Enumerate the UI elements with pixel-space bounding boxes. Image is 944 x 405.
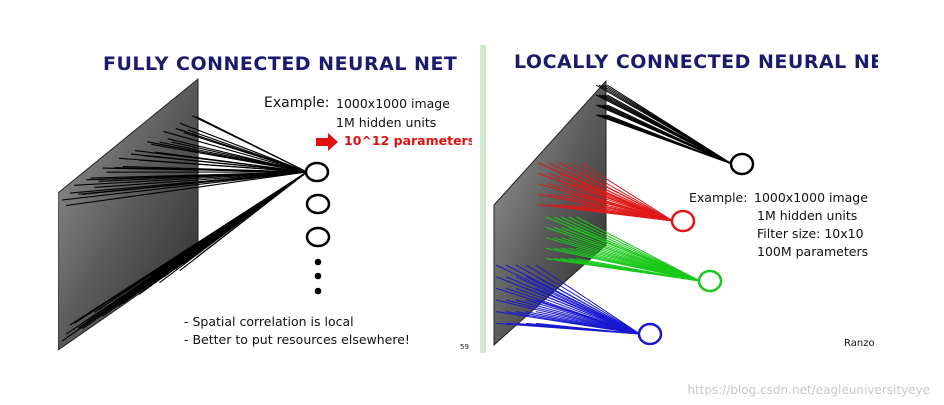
fully-connected-diagram — [58, 77, 338, 351]
example-label: Example: — [689, 190, 748, 205]
connection-line-green — [576, 258, 701, 282]
hidden-unit — [305, 193, 331, 215]
watermark: https://blog.csdn.net/eagleuniversityeye — [687, 383, 930, 397]
connection-line — [82, 171, 308, 195]
parameters-text: 10^12 parameters!!! — [344, 133, 472, 148]
connection-line-green — [576, 237, 701, 282]
connection-line-red — [581, 204, 674, 222]
slide-number: 59 — [460, 343, 469, 351]
locally-connected-slide: LOCALLY CONNECTED NEURAL NET Example: 10… — [480, 45, 878, 353]
image-size-text: 1000x1000 image — [336, 96, 450, 111]
connection-line-blue — [535, 276, 641, 335]
connection-line-red — [570, 183, 674, 222]
connection-line — [179, 122, 308, 173]
connection-line-blue — [525, 264, 641, 335]
connection-line-blue — [535, 322, 641, 335]
slide-title: FULLY CONNECTED NEURAL NET — [103, 53, 458, 75]
connection-line-green — [568, 226, 701, 282]
connection-line-blue — [535, 287, 641, 335]
ellipsis-dot — [314, 272, 322, 280]
input-image — [58, 77, 199, 351]
connection-line — [65, 171, 308, 207]
parameters-count: 10^12 parameters — [344, 133, 472, 148]
fully-connected-slide: FULLY CONNECTED NEURAL NET Example: 1000… — [58, 45, 472, 353]
connection-line-green — [576, 226, 701, 282]
connection-line — [126, 167, 308, 173]
connection-line-blue — [515, 287, 641, 335]
connection-line-black — [606, 84, 733, 165]
hidden-unit-red — [670, 209, 696, 233]
connection-line — [110, 171, 308, 180]
connection-line-red — [580, 172, 674, 222]
connection-line-red — [581, 183, 674, 222]
hidden-unit-green — [697, 269, 723, 293]
connection-line-blue — [535, 311, 641, 335]
connection-line — [163, 130, 308, 173]
hidden-unit-blue — [637, 322, 663, 346]
connection-line — [151, 143, 308, 173]
connection-line-red — [580, 162, 674, 222]
hidden-unit — [304, 161, 330, 183]
connection-line-red — [570, 172, 674, 222]
connection-line — [143, 155, 308, 173]
connection-line-red — [570, 193, 674, 222]
arrow-icon — [316, 133, 338, 151]
connection-line — [195, 116, 308, 173]
image-size-text: 1000x1000 image — [754, 190, 868, 205]
locally-connected-diagram — [493, 79, 755, 347]
connection-line-black — [606, 104, 733, 165]
connection-line — [61, 171, 308, 201]
connection-line-red — [570, 162, 674, 222]
connection-line-blue — [525, 276, 641, 335]
hidden-units-text: 1M hidden units — [757, 208, 858, 223]
connection-line-blue — [535, 264, 641, 335]
bullet-resources: - Better to put resources elsewhere! — [184, 332, 410, 347]
connection-line-red — [581, 193, 674, 222]
ellipsis-dot — [314, 287, 322, 295]
connection-line-green — [560, 216, 701, 282]
connection-line — [139, 159, 308, 173]
connection-line — [187, 129, 308, 173]
connection-line — [195, 171, 308, 259]
bullet-spatial: - Spatial correlation is local — [184, 314, 354, 329]
fully-connected-lines — [61, 115, 308, 342]
connection-line — [171, 141, 308, 173]
connection-line-blue — [535, 299, 641, 335]
connection-line — [94, 171, 308, 189]
connection-line — [155, 151, 308, 173]
connection-line-blue — [525, 287, 641, 335]
connection-line-black — [606, 94, 733, 165]
hidden-units-text: 1M hidden units — [336, 115, 437, 130]
parameters-text: 100M parameters — [757, 244, 869, 259]
credit-text: Ranzo — [844, 338, 875, 349]
connection-line-red — [559, 183, 674, 222]
hidden-unit — [305, 226, 331, 248]
connection-line-green — [576, 216, 701, 282]
connection-line-blue — [525, 299, 641, 335]
filter-size-text: Filter size: 10x10 — [757, 226, 864, 241]
connection-line — [191, 171, 308, 254]
connection-line-green — [576, 247, 701, 282]
connection-line-green — [568, 216, 701, 282]
connection-line — [183, 132, 308, 173]
ellipsis-dot — [314, 258, 322, 266]
slide-title: LOCALLY CONNECTED NEURAL NET — [514, 51, 878, 73]
example-label: Example: — [264, 95, 330, 111]
connection-line-black — [607, 114, 733, 165]
local-connection-lines — [495, 84, 733, 335]
hidden-unit-black — [729, 152, 755, 176]
